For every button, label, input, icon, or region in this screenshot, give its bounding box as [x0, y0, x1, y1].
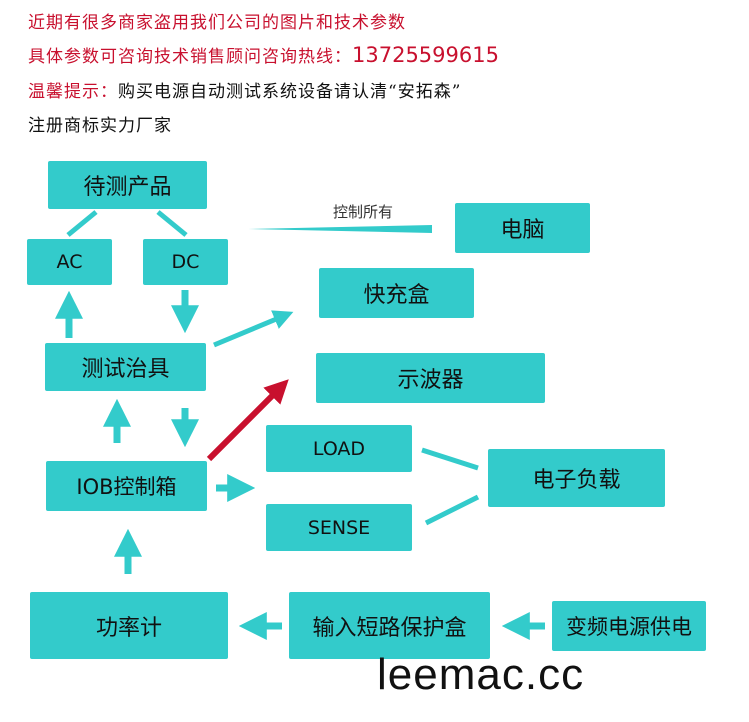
- node-electronic-load: 电子负载: [488, 449, 665, 507]
- control-all-label: 控制所有: [333, 203, 394, 221]
- notice-line-3: 温馨提示：购买电源自动测试系统设备请认清“安拓森”: [28, 77, 461, 102]
- node-computer: 电脑: [455, 203, 590, 253]
- node-fast-charge-box: 快充盒: [319, 268, 474, 318]
- arrow-fixture-to-fastcharge: [213, 310, 294, 348]
- node-power-meter: 功率计: [30, 592, 228, 659]
- arrow-iob-to-oscilloscope: [206, 379, 289, 462]
- hotline-number: 13725599615: [352, 43, 499, 67]
- control-arrow: [248, 225, 432, 233]
- link-sense-eload: [424, 494, 480, 526]
- hotline-label: 具体参数可咨询技术销售顾问咨询热线：: [28, 47, 352, 67]
- notice-line-4: 注册商标实力厂家: [28, 116, 172, 136]
- node-oscilloscope: 示波器: [316, 353, 545, 403]
- node-ac: AC: [27, 239, 112, 285]
- link-product-ac: [66, 210, 98, 237]
- node-vf-power-supply: 变频电源供电: [552, 601, 706, 651]
- node-short-circuit-box: 输入短路保护盒: [289, 592, 490, 659]
- tip-text: 购买电源自动测试系统设备请认清“安拓森”: [118, 82, 462, 102]
- notice-line-2: 具体参数可咨询技术销售顾问咨询热线：13725599615: [28, 42, 499, 67]
- node-iob-control-box: IOB控制箱: [46, 461, 207, 511]
- node-sense: SENSE: [266, 504, 412, 551]
- watermark: leemac.cc: [377, 650, 585, 699]
- node-load: LOAD: [266, 425, 412, 472]
- notice-line-1: 近期有很多商家盗用我们公司的图片和技术参数: [28, 13, 406, 33]
- node-test-fixture: 测试治具: [45, 343, 206, 391]
- link-product-dc: [156, 210, 188, 237]
- tip-label: 温馨提示：: [28, 82, 118, 102]
- node-dc: DC: [143, 239, 228, 285]
- link-load-eload: [421, 447, 479, 471]
- node-product: 待测产品: [48, 161, 207, 209]
